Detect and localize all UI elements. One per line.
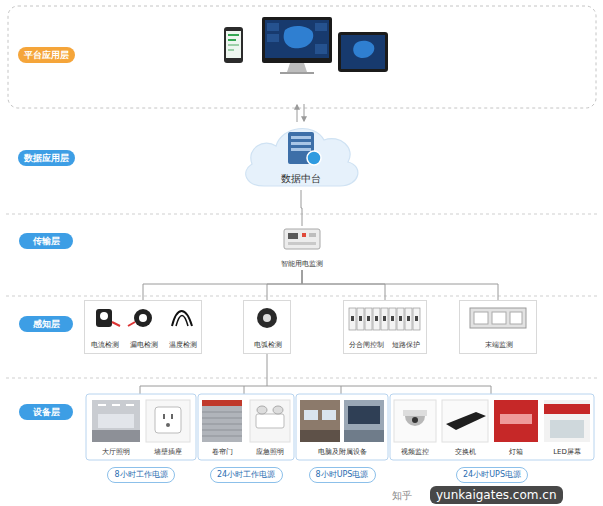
layer-badge: 传输层	[19, 233, 73, 249]
node-label: 墙壁插座	[154, 448, 182, 456]
device-node: 智能用电监测	[272, 226, 332, 270]
layer-label: 数据应用层	[24, 153, 69, 163]
connector	[267, 270, 302, 300]
cloud-node: 数据中台	[236, 116, 366, 190]
connector	[302, 270, 498, 300]
device-card: 灯箱	[492, 398, 540, 458]
node-label: 卷帘门	[212, 448, 233, 456]
node-label: 交换机	[455, 448, 476, 456]
node-label: 视频监控	[401, 448, 429, 456]
node-label: 电弧检测	[254, 342, 282, 349]
node-label: 大厅照明	[102, 448, 130, 456]
layer-label: 设备层	[33, 407, 60, 417]
power-pill: 8小时工作电源	[107, 467, 175, 483]
node-label: 8小时UPS电源	[316, 470, 369, 479]
node-label: 智能用电监测	[281, 261, 323, 268]
sensor-box: 电弧检测	[243, 300, 291, 354]
power-pill: 24小时工作电源	[210, 467, 283, 483]
node-label: 温度检测	[169, 342, 197, 349]
node-label: 24小时UPS电源	[463, 470, 521, 479]
node-label: 电流检测	[91, 342, 119, 349]
watermark: yunkaigates.com.cn	[430, 486, 563, 504]
layer-badge: 平台应用层	[18, 47, 75, 63]
node-label: 漏电检测	[130, 342, 158, 349]
layer-badge: 感知层	[19, 316, 73, 332]
device-card: 应急照明	[248, 398, 292, 458]
device-card: 电脑及附属设备	[298, 398, 386, 458]
power-pill: 8小时UPS电源	[309, 467, 376, 483]
device-card: 墙壁插座	[144, 398, 192, 458]
layer-badge: 数据应用层	[18, 150, 75, 166]
node-label: 电脑及附属设备	[318, 448, 367, 456]
layer-label: 传输层	[33, 236, 60, 246]
sensor-box: 电流检测 漏电检测 温度检测	[84, 300, 202, 354]
cloud-shape	[246, 129, 358, 186]
layer-badge: 设备层	[19, 404, 73, 420]
layer-label: 平台应用层	[24, 50, 69, 60]
device-card: 交换机	[440, 398, 490, 458]
device-card: LED屏幕	[542, 398, 592, 458]
sensor-box: 分合闸控制 短路保护	[343, 300, 427, 354]
device-card: 大厅照明	[90, 398, 142, 458]
node-label: 短路保护	[392, 342, 420, 349]
node-label: 24小时工作电源	[217, 470, 275, 479]
node-label: 灯箱	[509, 448, 523, 456]
device-card: 卷帘门	[200, 398, 244, 458]
connector	[301, 190, 302, 226]
watermark: 知乎	[392, 489, 412, 503]
connector	[302, 270, 385, 300]
connector	[143, 270, 302, 300]
layer-label: 感知层	[33, 319, 60, 329]
node-label: 分合闸控制	[349, 342, 384, 349]
sensor-box: 末端监测	[459, 300, 537, 354]
device-card: 视频监控	[392, 398, 438, 458]
power-pill: 24小时UPS电源	[456, 467, 528, 483]
node-label: 8小时工作电源	[114, 470, 167, 479]
node-label: 应急照明	[256, 448, 284, 456]
node-label: 末端监测	[485, 342, 513, 349]
node-label: 数据中台	[281, 173, 321, 185]
node-label: LED屏幕	[553, 448, 581, 456]
